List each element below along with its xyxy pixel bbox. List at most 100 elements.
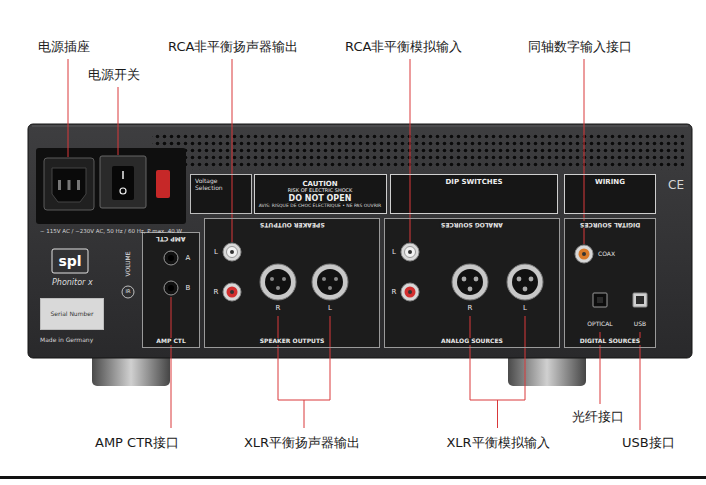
warning-box: CAUTIONRISK OF ELECTRIC SHOCKDO NOT OPEN… [254,174,387,214]
rca-ring [405,287,416,298]
socket-pin [58,180,61,190]
rating-text: ~ 115V AC / ~230V AC, 50 Hz / 60 Hz, P m… [40,228,182,234]
connector-panel: DIGITAL SOURCES DIGITAL SOURCES [564,218,656,348]
rca-pin [408,290,412,294]
leader-line [640,332,641,430]
callout-label: 同轴数字输入接口 [528,40,632,55]
xlr-connector [507,264,543,300]
power-socket [44,158,94,210]
ce-mark: CE [668,179,684,193]
panel-text: R [468,304,473,312]
box-text: SPEAKER OUTPUTS [259,338,326,345]
info-box: DIP SWITCHES [390,174,558,214]
xlr-pin [517,277,522,282]
leader-lines [68,59,640,430]
brand-logo: spl [58,253,81,269]
xlr-pin [328,286,332,290]
switch-rocker [112,166,134,200]
box-heading: CAUTION [301,180,338,188]
leader-line [118,87,119,155]
rca-jack [401,243,419,261]
callout-label: XLR平衡扬声器输出 [244,436,360,451]
callout-label: 光纤接口 [572,410,624,425]
jack-hole [168,285,174,291]
panel-text: A [186,254,191,262]
usb-port [633,293,647,307]
panel-text: B [186,284,191,292]
leader-line [68,59,69,157]
rca-pin [230,290,234,294]
panel-text: L [328,304,332,312]
power-socket-inner [52,168,86,202]
box-heading: ANALOG SOURCES [440,221,504,228]
box-heading: Voltage Selection [194,178,228,192]
rca-pin [408,250,412,254]
callout-label: 电源开关 [88,68,140,83]
fuse-holder [156,170,170,198]
panel-fill [564,218,656,348]
info-box: Voltage Selection [190,174,252,214]
box-text: DO NOT OPEN [288,194,353,203]
xlr-pin [276,286,280,290]
panel-text: IR [126,289,131,295]
coax-jack [575,245,593,263]
box-heading: WIRING [594,178,626,186]
connector-panel: ANALOG SOURCES ANALOG SOURCES [384,218,560,348]
callout-label: XLR平衡模拟输入 [446,436,549,451]
usb-port-inner [636,296,644,304]
model-name: Phonitor x [52,278,93,287]
panel-text: L [214,248,218,256]
connector-panel: SPEAKER OUTPUTS SPEAKER OUTPUTS [204,218,380,348]
logo-frame [52,249,88,273]
rca-jack [223,283,241,301]
xlr-connector [452,264,488,300]
callout-label: 电源插座 [38,40,90,55]
panel-text: R [392,288,397,296]
ir-window [122,286,134,298]
box-heading: Serial Number [50,311,95,318]
box-heading: DIGITAL SOURCES [579,221,641,228]
rca-ring [227,287,238,298]
leader-line [232,59,233,242]
leader-bracket [470,316,525,428]
box-text: DIGITAL SOURCES [579,338,641,345]
socket-pin [77,180,80,190]
panel-text: VOLUME [125,251,132,276]
rca-ring [227,247,238,258]
optical-shutter [597,297,603,303]
xlr-pin [462,277,467,282]
info-box: WIRING [564,174,656,214]
xlr-face [265,269,291,295]
socket-pin [68,180,71,190]
xlr-pin [282,277,286,281]
box-text: AVIS: RISQUE DE CHOC ÉLECTRIQUE • NE PAS… [258,203,382,208]
callout-label: RCA非平衡模拟输入 [345,40,462,55]
box-heading: SPEAKER OUTPUTS [259,221,326,228]
leader-line [584,59,585,244]
trs-jack [164,281,178,295]
bottom-rule [0,476,706,479]
leader-line [171,297,172,428]
box-heading: AMP CTL [155,235,186,242]
panel-text: L [392,248,396,256]
xlr-pin [322,277,326,281]
callout-label: AMP CTR接口 [95,436,179,451]
serial-plate: Serial Number [40,298,104,330]
panel-text: OPTICAL [587,321,612,328]
panel-text: L [523,304,527,312]
switch-symbol [122,171,124,179]
xlr-face [457,269,483,295]
leader-line [410,59,411,242]
power-panel [36,148,186,224]
panel-text: COAX [598,251,615,258]
coax-pin [582,252,586,256]
power-switch [100,156,146,208]
box-text: ANALOG SOURCES [440,338,504,345]
coax-ring [579,249,590,260]
box-text: AMP CTL [155,338,186,345]
panel-fill [204,218,380,348]
optical-port [593,293,607,307]
panel-text: R [214,288,219,296]
xlr-pin [270,277,274,281]
